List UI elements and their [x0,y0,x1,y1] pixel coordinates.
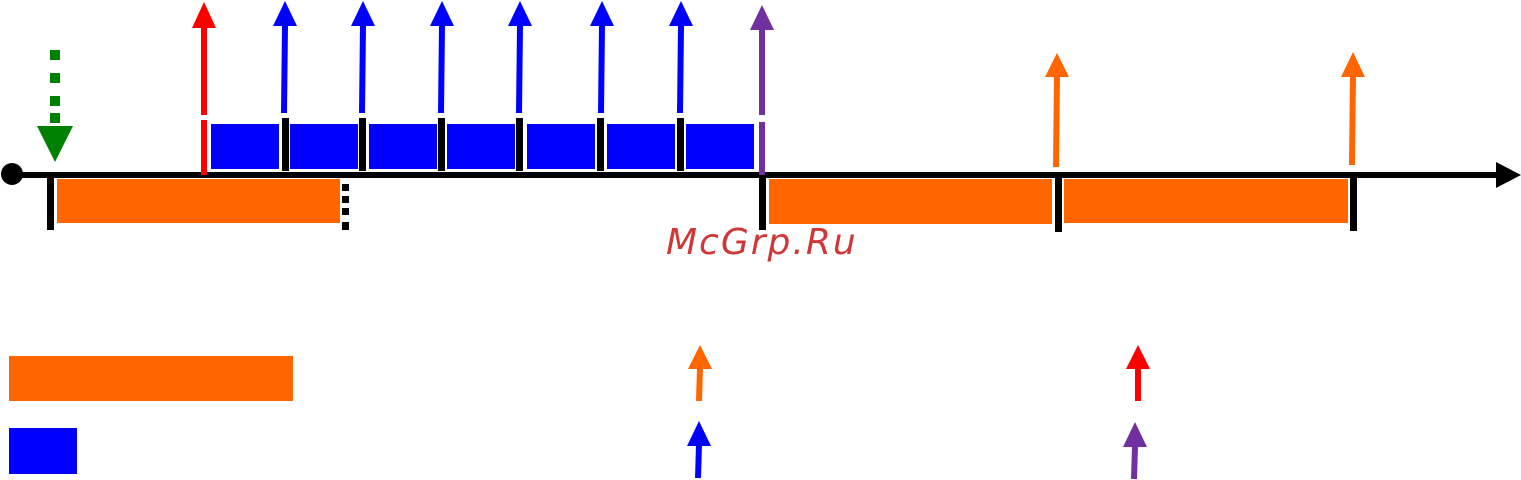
blue-block [527,124,595,169]
legend-red-arrow-icon [1126,345,1150,401]
blue-up-arrow [351,1,375,113]
block-separator [597,118,604,171]
legend-blue-arrow-icon [687,421,711,478]
legend-orange-arrow-icon [688,345,712,401]
blue-block [369,124,437,169]
block-separator [516,118,523,171]
block-separator [677,118,684,171]
block-separator [282,118,289,171]
block-separator [438,118,445,171]
green-down-arrow [37,50,73,162]
blue-up-arrow [508,1,532,113]
orange-up-arrow [1045,53,1069,167]
blue-block [447,124,515,169]
blue-up-arrow [590,1,614,113]
blue-block [607,124,675,169]
legend-blue-block [9,428,77,474]
orange-bar [1064,179,1348,223]
orange-bar [57,179,340,223]
block-separator [359,118,366,171]
orange-up-arrow [1341,52,1365,165]
orange-bar [769,179,1052,224]
timeline-arrowhead [1496,162,1521,188]
interval-tick [47,175,54,230]
blue-up-arrow [430,1,454,113]
watermark-text: McGrp.Ru [666,222,858,263]
blue-up-arrow [669,1,693,113]
legend-orange-bar [9,356,293,401]
blue-block [290,124,358,169]
orange-interval-3 [1064,175,1357,231]
blue-block [686,124,754,169]
orange-up-arrows [1045,52,1365,167]
timeline-start-dot [1,163,23,185]
interval-tick [1055,175,1062,232]
legend-purple-arrow-icon [1123,422,1147,479]
interval-tick [1350,175,1357,231]
blue-block [211,124,279,169]
legend [9,345,1150,479]
orange-interval-1 [47,175,349,230]
blue-blocks [211,118,754,171]
blue-up-arrows [273,1,693,113]
blue-up-arrow [273,1,297,113]
